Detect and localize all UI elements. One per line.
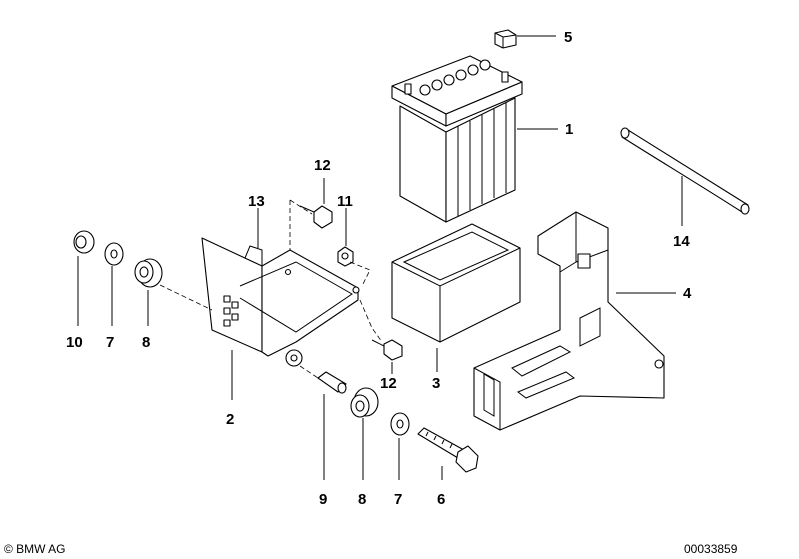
assembly-line-13 xyxy=(289,199,313,250)
terminal-cap-part xyxy=(494,29,517,49)
callout-6: 6 xyxy=(437,491,445,508)
callout-3: 3 xyxy=(432,375,440,392)
callout-12-lower: 12 xyxy=(380,375,397,392)
drawing-number: 00033859 xyxy=(684,542,738,556)
sleeve-part-9 xyxy=(317,371,347,394)
rubber-mount-part-8-lower xyxy=(350,387,379,418)
callout-7-lower: 7 xyxy=(394,491,402,508)
bolt-part-12-upper xyxy=(299,205,333,229)
leader-lines xyxy=(77,35,683,480)
callout-10: 10 xyxy=(66,334,83,351)
callout-9: 9 xyxy=(319,491,327,508)
vent-hose-part xyxy=(620,127,750,215)
battery-tray-part xyxy=(391,223,521,343)
callout-1: 1 xyxy=(565,121,573,138)
callout-14: 14 xyxy=(673,233,690,250)
callout-13: 13 xyxy=(248,193,265,210)
callout-5: 5 xyxy=(564,29,572,46)
bolt-part-12-lower xyxy=(371,339,403,361)
assembly-line-12-lower xyxy=(359,299,383,343)
nut-part-11 xyxy=(337,246,354,267)
callout-8-lower: 8 xyxy=(358,491,366,508)
bolt-part-6 xyxy=(417,427,479,473)
copyright-text: © BMW AG xyxy=(4,542,66,556)
callout-7-left: 7 xyxy=(106,334,114,351)
callout-12-upper: 12 xyxy=(314,157,331,174)
assembly-line-left xyxy=(159,284,213,311)
battery-part xyxy=(391,55,523,223)
callout-2: 2 xyxy=(226,411,234,428)
washer-part-7-lower xyxy=(390,412,410,436)
assembly-line-11 xyxy=(349,261,371,287)
nut-part-10 xyxy=(73,230,95,254)
holder-bracket-part xyxy=(473,211,665,431)
battery-carrier-part xyxy=(201,237,360,367)
washer-part-7-left xyxy=(104,242,124,266)
assembly-line-lower xyxy=(299,365,319,379)
callout-11: 11 xyxy=(337,193,353,210)
callout-8-left: 8 xyxy=(142,334,150,351)
rubber-mount-part-8-left xyxy=(134,258,163,288)
callout-4: 4 xyxy=(683,285,692,302)
